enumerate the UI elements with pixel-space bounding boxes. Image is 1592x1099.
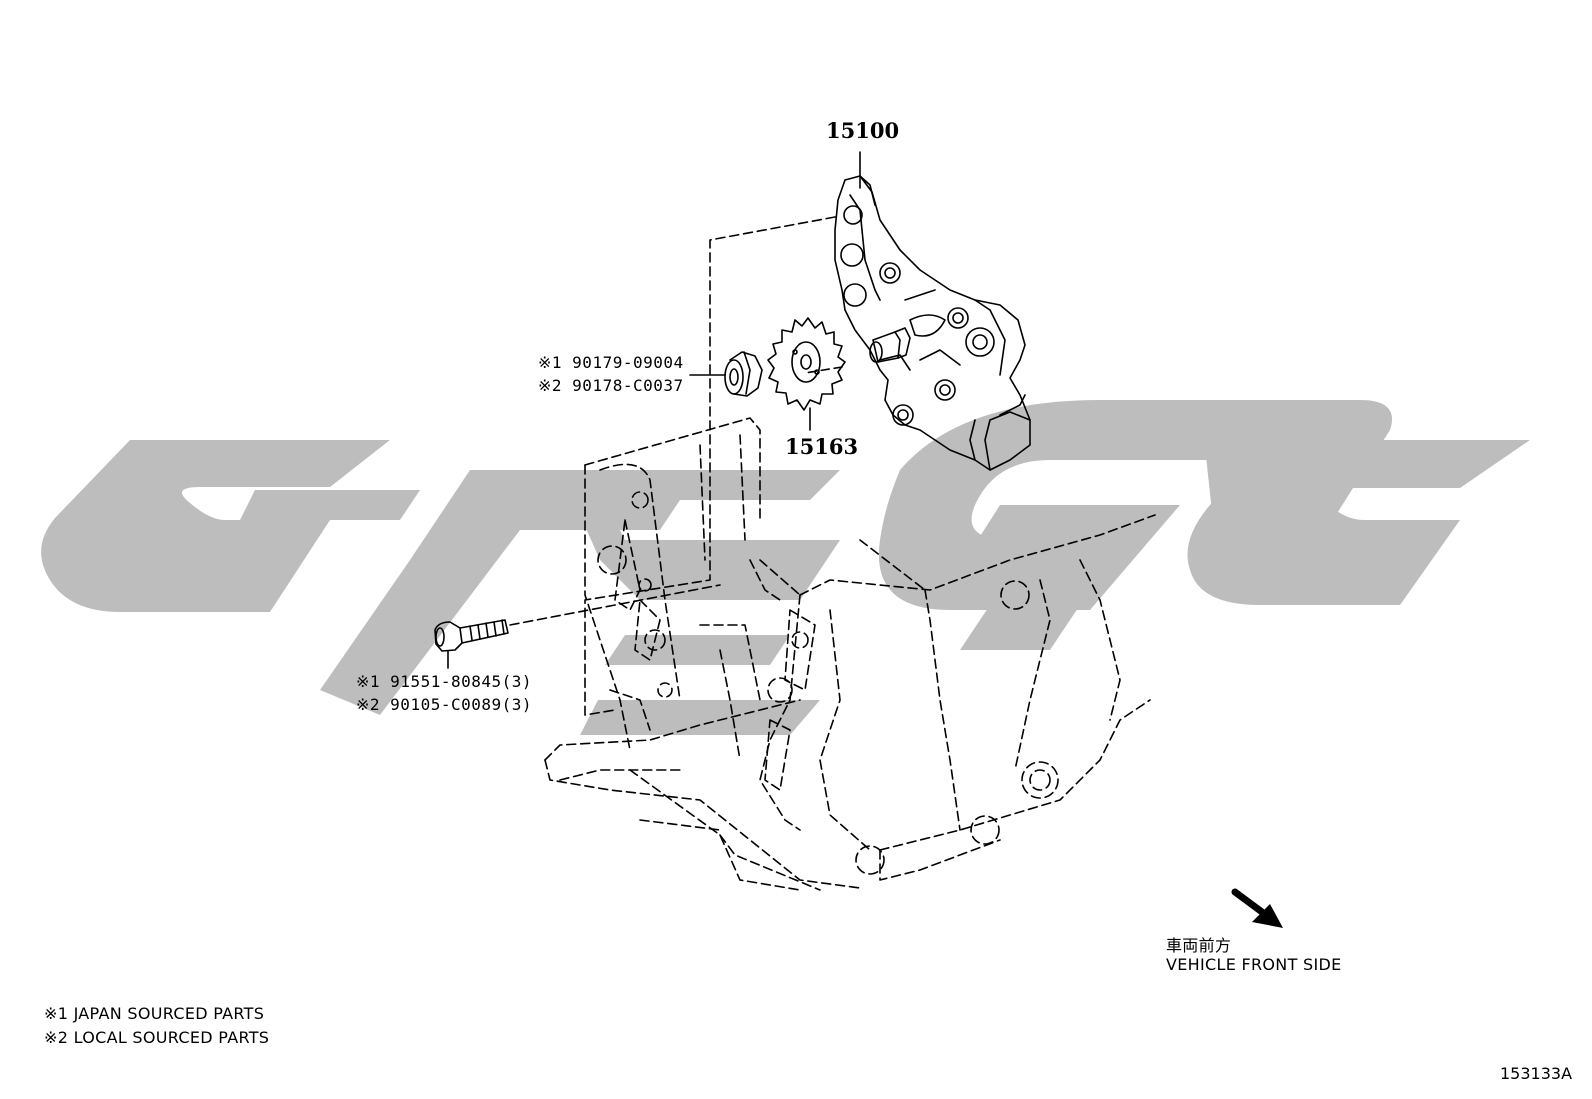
direction-label-en: VEHICLE FRONT SIDE (1166, 955, 1342, 974)
legend-japan-sourced: ※1 JAPAN SOURCED PARTS (44, 1004, 265, 1023)
diagram-reference-number: 153133A (1500, 1064, 1573, 1083)
bolt-part-number-japan[interactable]: ※1 91551-80845(3) (356, 672, 533, 691)
nut-part-number-local[interactable]: ※2 90178-C0037 (538, 376, 684, 395)
alignment-frame (584, 216, 836, 716)
oil-pump-body (834, 175, 1031, 471)
engine-block-outline (544, 417, 1156, 891)
part-number-sprocket[interactable]: 15163 (785, 434, 859, 459)
watermark-shapes (41, 400, 1530, 735)
bolt-drawing (434, 619, 509, 669)
legend-local-sourced: ※2 LOCAL SOURCED PARTS (44, 1028, 270, 1047)
direction-arrow-head (1252, 904, 1283, 928)
part-number-oil-pump[interactable]: 15100 (826, 118, 900, 143)
bolt-part-number-local[interactable]: ※2 90105-C0089(3) (356, 695, 533, 714)
bolt-alignment (509, 584, 721, 626)
nut-drawing (689, 351, 763, 397)
nut-part-number-japan[interactable]: ※1 90179-09004 (538, 353, 684, 372)
direction-label-jp: 車両前方 (1166, 936, 1232, 955)
sprocket-drawing (767, 317, 846, 431)
direction-arrow-shaft (1231, 888, 1266, 916)
leader-sprocket-link (804, 366, 843, 374)
